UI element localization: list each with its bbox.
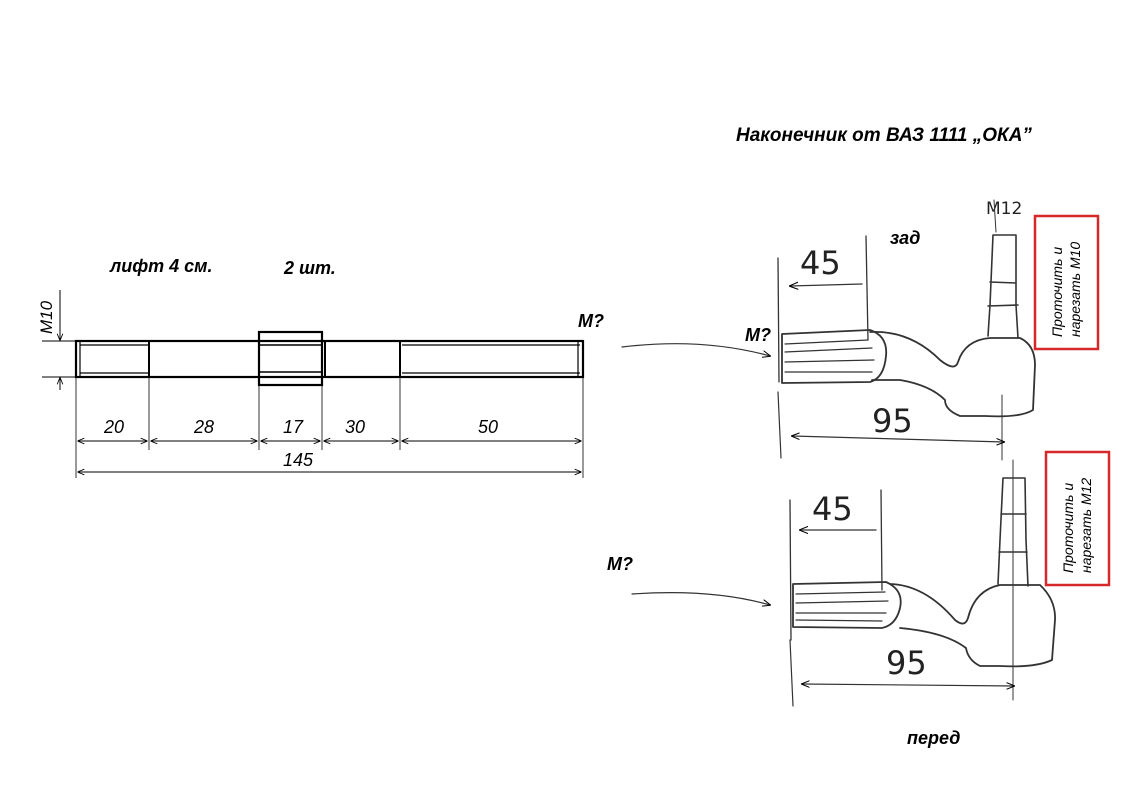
dim-total: 145 xyxy=(283,450,314,470)
quantity-label: 2 шт. xyxy=(283,258,336,278)
front-dim45-ext-right xyxy=(880,489,883,591)
rear-note-box xyxy=(1033,214,1100,351)
front-housing xyxy=(889,583,1056,668)
rear-housing xyxy=(869,331,1036,418)
rear-dim45-line xyxy=(790,284,863,286)
front-pointer-arrow xyxy=(631,592,770,605)
front-thread-body xyxy=(792,581,902,629)
rear-dim95-line xyxy=(792,436,1004,442)
rear-stud-label: М12 xyxy=(986,199,1022,219)
dim-seg-2: 28 xyxy=(193,417,214,437)
shaft-drawing: лифт 4 см. 2 шт. М? М10 xyxy=(37,256,604,478)
rear-dim-95: 95 xyxy=(872,402,913,440)
tie-rod-front: М? перед 45 95 Проточить и нарезать М12 xyxy=(607,450,1111,748)
front-note-line-1: Проточить и xyxy=(1060,483,1076,573)
dim-seg-4: 30 xyxy=(345,417,365,437)
dim-seg-3: 17 xyxy=(283,417,304,437)
front-thread-label: М? xyxy=(607,554,633,574)
front-dim95-ext-left xyxy=(789,639,794,707)
rear-caption: зад xyxy=(890,228,920,248)
shaft-body xyxy=(74,339,585,379)
rear-dim95-ext-left xyxy=(777,391,782,459)
rear-pointer-arrow xyxy=(621,343,770,356)
front-dim45-ext-left xyxy=(789,499,792,641)
rear-note-line-2: нарезать М10 xyxy=(1067,242,1083,337)
dim-seg-1: 20 xyxy=(103,417,124,437)
shaft-end-thread-label: М? xyxy=(578,311,604,331)
front-stud xyxy=(997,477,1029,587)
lift-label: лифт 4 см. xyxy=(109,256,212,276)
drawing-title: Наконечник от ВАЗ 1111 „ОКА” xyxy=(736,125,1032,146)
shaft-collar xyxy=(257,330,324,387)
rear-dim45-ext-right xyxy=(865,235,869,341)
front-note-line-2: нарезать М12 xyxy=(1078,478,1094,573)
rear-thread-label: М? xyxy=(745,325,771,345)
rear-stud xyxy=(987,234,1019,339)
front-dim-45: 45 xyxy=(812,490,853,528)
front-note-box xyxy=(1044,450,1111,587)
tie-rod-rear: зад М? М12 45 95 Проточить и нарезать М1… xyxy=(621,199,1100,461)
rear-note-line-1: Проточить и xyxy=(1049,247,1065,337)
rear-dim45-ext-left xyxy=(777,257,780,383)
rear-dim-45: 45 xyxy=(800,244,841,282)
rear-thread-lines xyxy=(784,339,875,373)
rear-stud-axis xyxy=(993,199,1003,461)
front-thread-lines xyxy=(795,591,889,622)
rear-thread-body xyxy=(781,329,888,384)
front-caption: перед xyxy=(907,728,960,748)
front-dim95-line xyxy=(802,684,1014,686)
dim-seg-5: 50 xyxy=(478,417,498,437)
front-dim-95: 95 xyxy=(886,644,927,682)
shaft-thread-label: М10 xyxy=(37,300,56,334)
